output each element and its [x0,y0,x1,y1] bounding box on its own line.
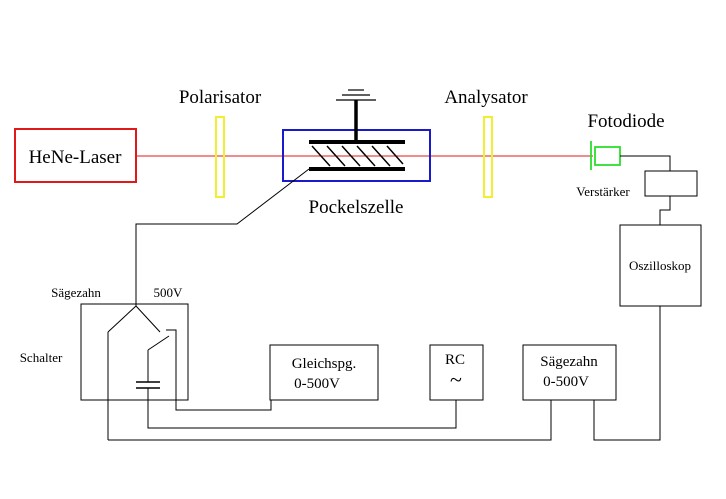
capacitor-symbol [136,381,160,389]
oscilloscope-label: Oszilloskop [629,258,691,273]
dc-supply-box [269,344,379,401]
photodiode-label: Fotodiode [587,111,664,132]
laser-label: HeNe-Laser [29,147,123,168]
switch-box [80,303,189,401]
sawtooth-gen-label-line1: Sägezahn [540,354,598,370]
oscilloscope-box [619,224,702,307]
ground-symbol [336,89,376,140]
pockels-cell-label: Pockelszelle [309,197,404,218]
rc-label: RC [445,352,465,368]
photodiode [590,141,621,170]
dc-supply-label-line2: 0-500V [294,376,340,392]
amplifier-label: Verstärker [576,184,630,199]
polarizer-plate [215,116,225,198]
analyzer-plate [483,116,493,198]
sawtooth-generator-box [522,344,617,401]
sawtooth-top-label: Sägezahn [51,285,101,300]
switch-label: Schalter [20,350,63,365]
rc-tilde: ~ [450,367,462,392]
analyzer-label: Analysator [444,87,528,108]
switch-contacts [107,305,272,440]
polarizer-label: Polarisator [179,87,262,108]
sawtooth-gen-label-line2: 0-500V [543,374,589,390]
pockels-crystal [309,140,405,171]
voltage-500-label: 500V [154,285,184,300]
laser-box [14,128,137,183]
wiring [108,155,671,441]
amplifier-box [644,170,698,197]
rc-box [429,344,484,401]
dc-supply-label-line1: Gleichspg. [292,356,357,372]
